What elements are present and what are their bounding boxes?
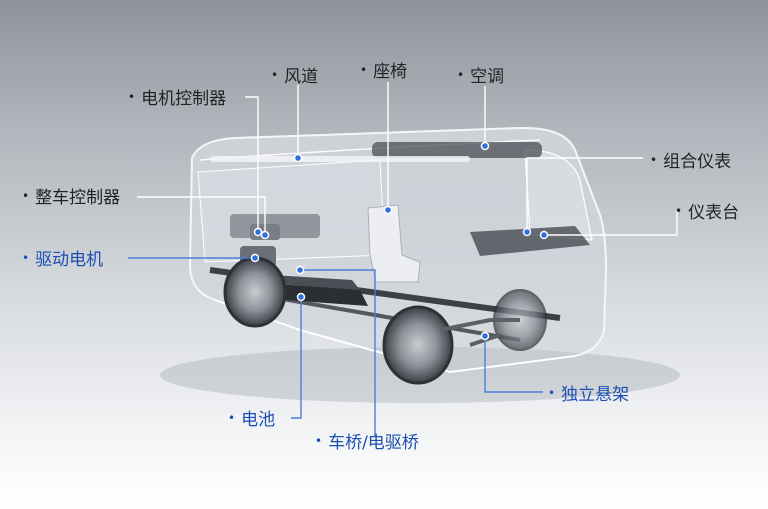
battery-top	[272, 275, 360, 290]
label-instrument-cluster: •组合仪表	[650, 152, 732, 172]
seat-shape	[367, 204, 421, 283]
label-battery: •电池	[228, 410, 276, 430]
side-windows	[197, 159, 386, 263]
ac-unit-shape	[372, 142, 542, 158]
label-drive-motor: •驱动电机	[22, 250, 104, 270]
dashboard-shape	[470, 226, 590, 256]
label-air-conditioner: •空调	[457, 67, 505, 87]
rear-wheel	[223, 256, 287, 328]
air-duct-shape	[210, 156, 470, 162]
label-seat: •座椅	[360, 62, 408, 82]
windshield	[524, 149, 593, 241]
label-independent-suspension: •独立悬架	[548, 385, 630, 405]
markers	[250, 141, 549, 341]
label-motor-controller: •电机控制器	[128, 89, 227, 109]
label-axle: •车桥/电驱桥	[315, 433, 419, 453]
label-air-duct: •风道	[271, 67, 319, 87]
label-dashboard: •仪表台	[675, 203, 740, 223]
leader-lines	[137, 82, 678, 236]
front-wheel	[382, 305, 454, 385]
label-vehicle-controller: •整车控制器	[22, 188, 121, 208]
leader-lines-blue	[128, 257, 543, 436]
